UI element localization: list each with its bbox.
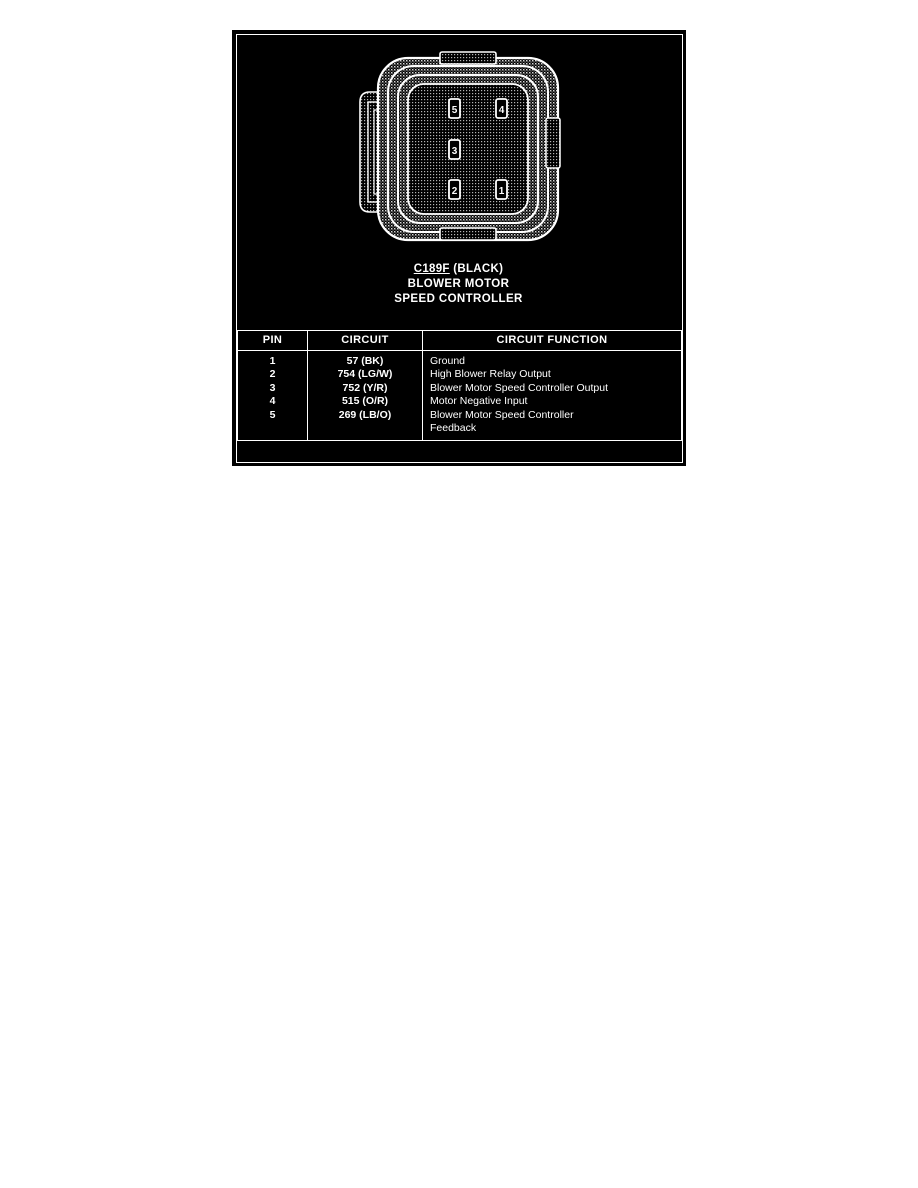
connector-title-block: C189F (BLACK) BLOWER MOTOR SPEED CONTROL…	[237, 262, 680, 307]
connector-pin-5: 5	[448, 98, 461, 119]
connector-cavity-face	[407, 83, 529, 215]
svg-text:4: 4	[499, 105, 505, 116]
column-header-function: CIRCUIT FUNCTION	[422, 330, 682, 351]
circuit-value: 57 (BK)	[346, 355, 384, 367]
connector-pin-3: 3	[448, 139, 461, 160]
connector-name-line-2: SPEED CONTROLLER	[394, 293, 523, 305]
circuit-value-spacer	[308, 422, 422, 435]
connector-body-group: 5 4 3 2 1	[359, 51, 561, 242]
function-value-continued: Feedback	[430, 422, 477, 435]
pin-value-spacer	[238, 422, 307, 435]
function-value: Motor Negative Input	[430, 395, 528, 408]
pinout-table: PIN CIRCUIT CIRCUIT FUNCTION 1 2 3 4 5	[237, 330, 682, 442]
pin-value: 5	[269, 408, 276, 421]
connector-pin-1: 1	[495, 179, 508, 200]
pin-value: 1	[269, 355, 276, 367]
circuit-value: 752 (Y/R)	[342, 381, 388, 394]
function-value: High Blower Relay Output	[430, 368, 551, 381]
connector-name-line-1: BLOWER MOTOR	[407, 278, 510, 290]
table-header-row: PIN CIRCUIT CIRCUIT FUNCTION	[237, 330, 682, 351]
connector-figure-panel: 5 4 3 2 1 C189F (BLAC	[232, 30, 686, 466]
connector-pin-2: 2	[448, 179, 461, 200]
connector-key-tab-top	[439, 51, 497, 65]
table-body-row: 1 2 3 4 5 57 (BK) 754 (LG/W) 752 (Y/R) 5…	[237, 349, 682, 442]
connector-pin-4: 4	[495, 98, 508, 119]
pin-value: 3	[269, 381, 276, 394]
svg-text:5: 5	[452, 105, 458, 116]
circuit-value: 754 (LG/W)	[337, 368, 393, 381]
function-column-cell: Ground High Blower Relay Output Blower M…	[422, 349, 682, 442]
connector-illustration: 5 4 3 2 1	[359, 51, 561, 242]
connector-id-line: C189F (BLACK)	[237, 262, 680, 277]
column-header-circuit: CIRCUIT	[307, 330, 423, 351]
pin-value: 4	[269, 395, 276, 408]
connector-key-tab-bottom	[439, 227, 497, 241]
svg-text:1: 1	[499, 186, 505, 197]
connector-color: (BLACK)	[453, 263, 504, 275]
circuit-column-cell: 57 (BK) 754 (LG/W) 752 (Y/R) 515 (O/R) 2…	[307, 349, 423, 442]
svg-text:2: 2	[452, 186, 458, 197]
column-header-pin: PIN	[237, 330, 308, 351]
function-value: Blower Motor Speed Controller	[430, 408, 574, 421]
connector-key-tab-right	[545, 117, 561, 169]
function-value: Ground	[430, 355, 466, 367]
connector-id: C189F	[413, 263, 450, 275]
svg-text:3: 3	[452, 146, 458, 157]
circuit-value: 515 (O/R)	[341, 395, 389, 408]
pin-value: 2	[269, 368, 276, 381]
pin-column-cell: 1 2 3 4 5	[237, 349, 308, 442]
circuit-value: 269 (LB/O)	[338, 408, 392, 421]
function-value: Blower Motor Speed Controller Output	[430, 381, 609, 394]
